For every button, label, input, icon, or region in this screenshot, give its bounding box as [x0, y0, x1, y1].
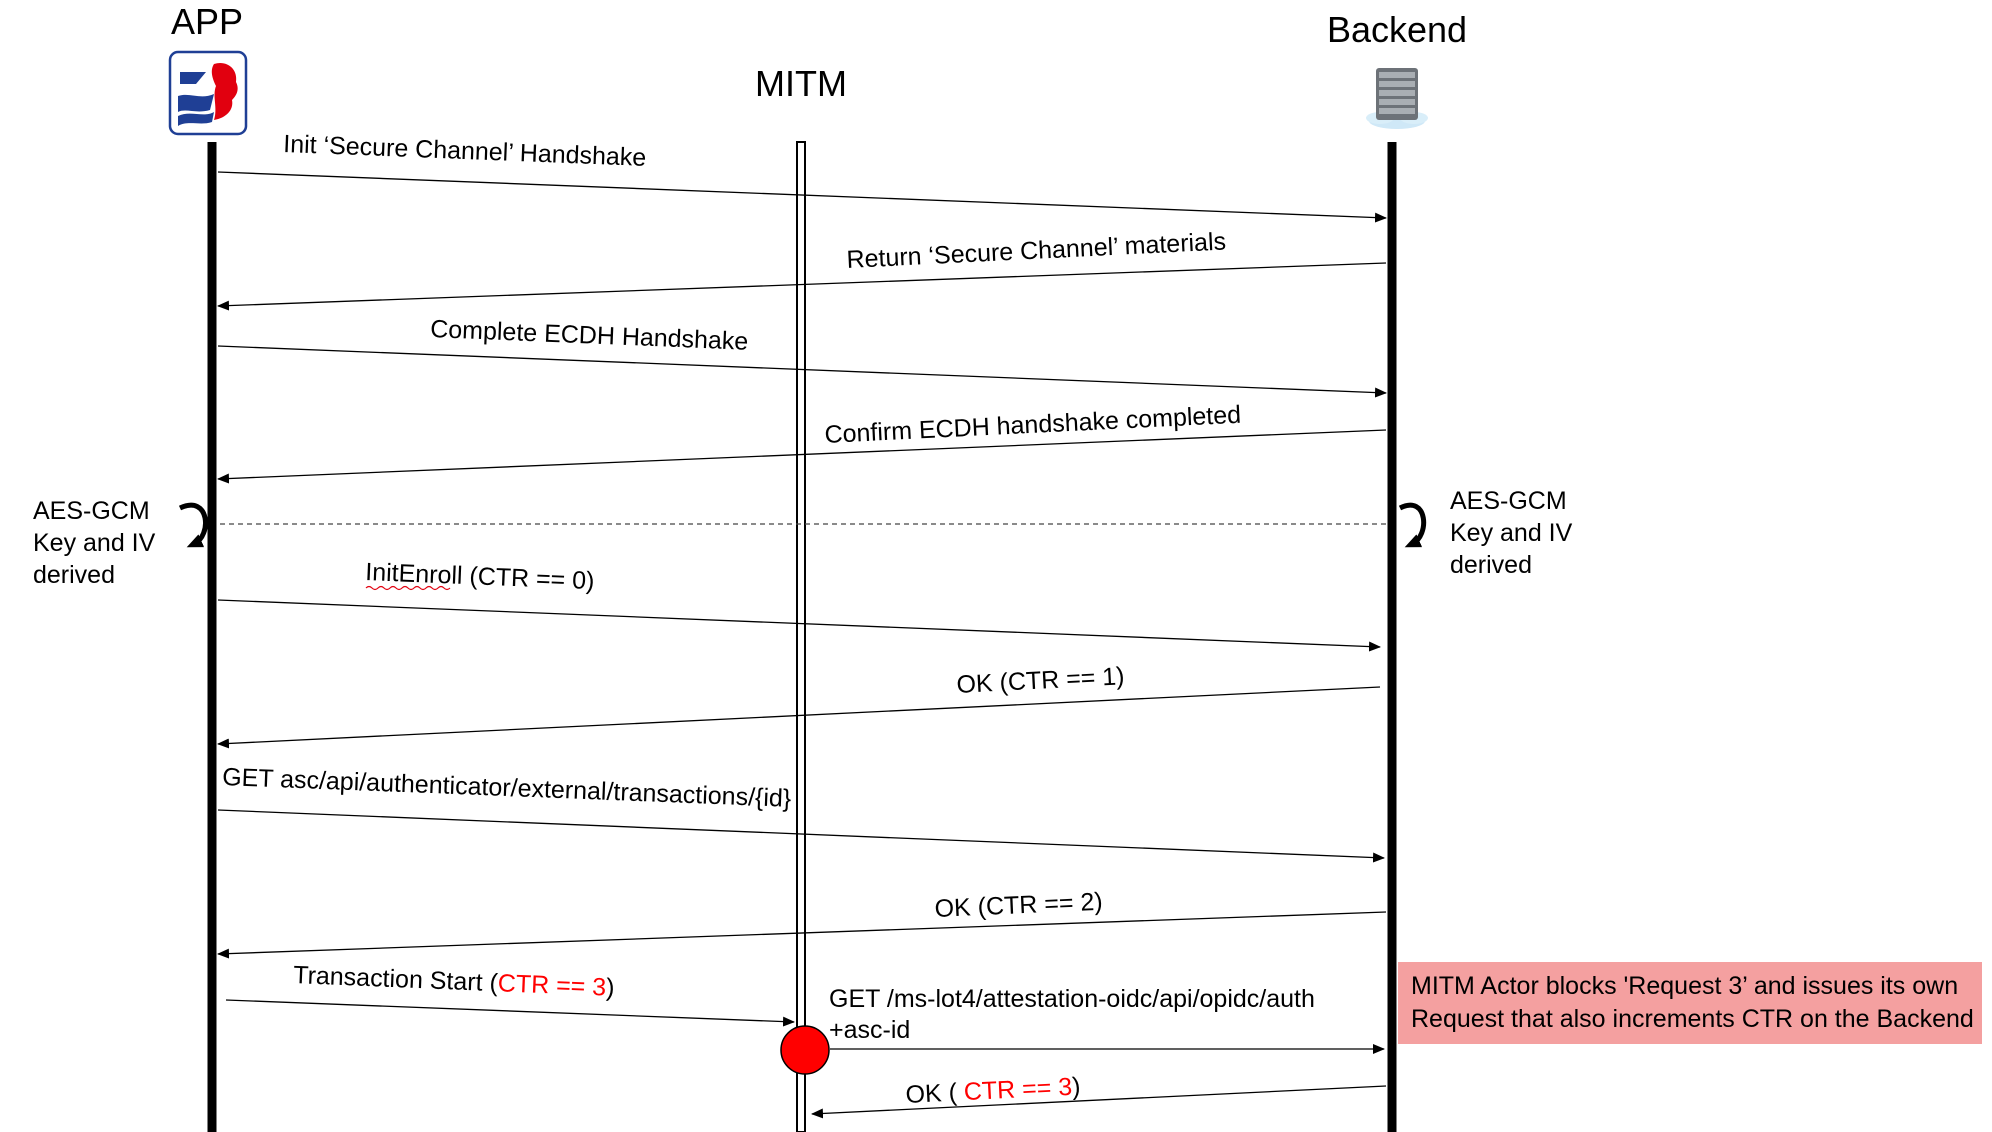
message-arrow-7 — [217, 809, 1385, 863]
message-label-10-line-1: GET /ms-lot4/attestation-oidc/api/opidc/… — [829, 985, 1315, 1013]
mitm-callout-line-1: MITM Actor blocks 'Request 3’ and issues… — [1411, 972, 1958, 1000]
actor-backend-label: Backend — [1327, 9, 1467, 50]
message-label-10-line-2: +asc-id — [829, 1016, 910, 1044]
message-label-9-highlight: CTR == 3 — [497, 969, 606, 1001]
right-note-line-2: Key and IV — [1450, 519, 1573, 547]
message-label-6: OK (CTR == 1) — [956, 662, 1125, 699]
message-arrow-5 — [217, 599, 1381, 652]
spellcheck-underline — [365, 585, 451, 591]
mitm-callout-line-2: Request that also increments CTR on the … — [1411, 1005, 1974, 1033]
mitm-callout-box — [1398, 962, 1982, 1044]
actor-mitm-label: MITM — [755, 63, 847, 104]
right-note-line-3: derived — [1450, 551, 1532, 579]
message-label-9: Transaction Start (CTR == 3) — [293, 961, 615, 1002]
message-label-11-highlight: CTR == 3 — [963, 1073, 1073, 1106]
actor-app-label: APP — [171, 1, 243, 42]
server-rack-icon — [1366, 68, 1428, 129]
message-label-9-suffix: ) — [606, 974, 615, 1002]
message-label-11-prefix: OK ( — [905, 1078, 965, 1109]
message-label-3: Complete ECDH Handshake — [430, 315, 749, 356]
message-arrow-6 — [217, 686, 1381, 749]
message-arrow-1 — [217, 171, 1387, 223]
message-arrow-3 — [217, 345, 1387, 398]
rotate-arrow-icon — [1398, 502, 1427, 548]
message-arrow-8 — [217, 911, 1387, 959]
message-arrow-4 — [217, 429, 1387, 484]
message-label-11: OK ( CTR == 3) — [905, 1072, 1081, 1109]
message-label-11-suffix: ) — [1071, 1072, 1081, 1100]
right-note-line-1: AES-GCM — [1450, 487, 1567, 515]
message-label-2: Return ‘Secure Channel’ materials — [846, 227, 1227, 274]
rotate-arrow-icon — [178, 502, 208, 548]
left-note-line-1: AES-GCM — [33, 497, 150, 525]
message-arrow-2 — [217, 262, 1387, 311]
red-dot-icon — [780, 1025, 830, 1075]
message-label-8: OK (CTR == 2) — [934, 888, 1103, 923]
message-arrow-11 — [811, 1085, 1387, 1119]
republique-francaise-logo-icon — [168, 50, 248, 136]
mitm-lifeline — [796, 141, 806, 1132]
left-note-line-3: derived — [33, 561, 115, 589]
message-label-9-prefix: Transaction Start ( — [293, 961, 499, 997]
message-label-4: Confirm ECDH handshake completed — [824, 401, 1242, 449]
mitm-callout: MITM Actor blocks 'Request 3’ and issues… — [1398, 962, 1982, 1044]
message-label-1: Init ‘Secure Channel’ Handshake — [283, 130, 647, 172]
left-note-line-2: Key and IV — [33, 529, 156, 557]
message-arrow-9 — [225, 999, 795, 1027]
message-label-7: GET asc/api/authenticator/external/trans… — [222, 763, 792, 813]
